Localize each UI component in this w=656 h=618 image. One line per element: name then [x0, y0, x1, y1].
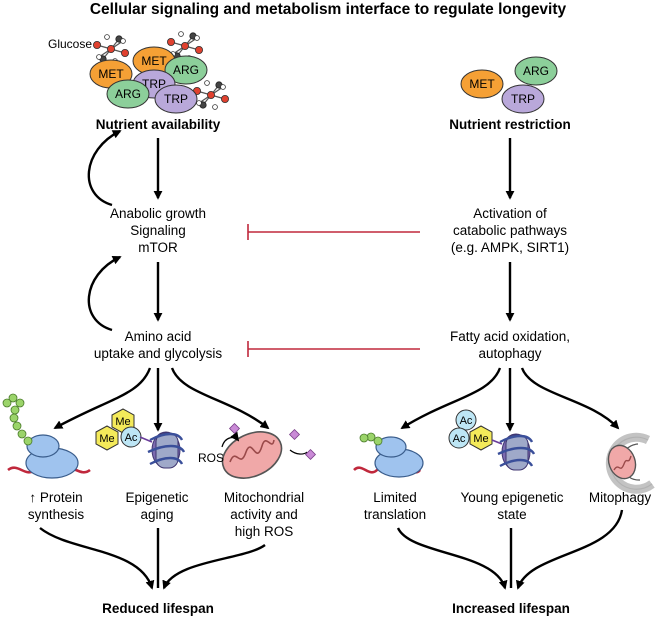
outcome-line: Epigenetic [125, 490, 188, 505]
arg-molecule-icon [514, 56, 558, 86]
converge-arrow [39, 527, 155, 590]
mitochondrial-activity-outcome: Mitochondrial activity and high ROS [224, 490, 304, 539]
mitophagy-outcome: Mitophagy [589, 490, 652, 505]
feedback-arrow [87, 255, 122, 332]
catabolic-pathways-node: Activation of catabolic pathways (e.g. A… [451, 206, 569, 255]
outcome-line: ↑ Protein [29, 490, 82, 505]
inhibition-line [247, 341, 420, 357]
molecule-label: ARG [115, 87, 141, 101]
nutrient-restriction-label: Nutrient restriction [449, 117, 571, 132]
trp-molecule-icon [501, 84, 545, 114]
node-line: uptake and glycolysis [94, 346, 223, 361]
branch-arrow [53, 367, 152, 430]
outcome-line: high ROS [235, 524, 294, 539]
histone-icon: Me Me Ac [95, 408, 186, 469]
arg-molecule-icon [164, 55, 208, 85]
node-line: Amino acid [125, 329, 192, 344]
outcome-line: aging [140, 507, 173, 522]
amino-acid-uptake-node: Amino acid uptake and glycolysis [94, 329, 223, 361]
outcome-line: Mitochondrial [224, 490, 304, 505]
outcome-line: Limited [373, 490, 417, 505]
node-line: Signaling [130, 223, 186, 238]
node-line: mTOR [138, 240, 178, 255]
inhibition-line [247, 224, 420, 240]
node-line: Fatty acid oxidation, [450, 329, 570, 344]
node-line: catabolic pathways [453, 223, 567, 238]
acetyl-mark-label: Ac [460, 415, 473, 427]
glucose-label: Glucose [48, 37, 92, 51]
outcome-line: Mitophagy [589, 490, 652, 505]
molecule-label: MET [141, 54, 167, 68]
node-line: Activation of [473, 206, 547, 221]
node-line: (e.g. AMPK, SIRT1) [451, 240, 569, 255]
branch-arrow [170, 367, 270, 430]
branch-arrow [520, 367, 620, 430]
molecule-label: TRP [164, 92, 188, 106]
met-molecule-icon [460, 69, 504, 99]
molecule-label: TRP [142, 77, 166, 91]
outcome-line: synthesis [28, 507, 85, 522]
fatty-acid-oxidation-node: Fatty acid oxidation, autophagy [450, 329, 570, 361]
molecule-label: TRP [511, 92, 535, 106]
ros-arrow [221, 431, 240, 448]
peptide-chain-icon [359, 432, 383, 446]
increased-lifespan-label: Increased lifespan [452, 601, 570, 616]
outcome-line: translation [364, 507, 426, 522]
node-line: Anabolic growth [110, 206, 206, 221]
molecule-label: MET [469, 77, 495, 91]
young-epigenetic-state-outcome: Young epigenetic state [460, 490, 563, 522]
ros-particle-icon [228, 422, 317, 461]
converge-arrow [516, 509, 624, 590]
nutrient-availability-molecules: Glucose MET MET ARG TRP ARG TRP [48, 31, 230, 114]
histone-icon: Ac Ac Me [448, 409, 536, 471]
glucose-molecule-icon [92, 33, 130, 65]
methyl-mark-label: Me [99, 433, 114, 445]
nutrient-availability-label: Nutrient availability [96, 117, 221, 132]
outcome-line: state [497, 507, 526, 522]
converge-arrow [396, 527, 508, 590]
anabolic-signaling-node: Anabolic growth Signaling mTOR [110, 206, 206, 255]
trp-molecule-icon [154, 84, 198, 114]
node-line: autophagy [478, 346, 541, 361]
ros-arrow [289, 449, 308, 455]
ribosome-icon [353, 432, 424, 478]
ribosome-icon [2, 393, 91, 479]
ros-label: ROS [198, 451, 224, 465]
figure-title: Cellular signaling and metabolism interf… [90, 1, 567, 18]
methyl-mark-label: Me [115, 416, 130, 428]
reduced-lifespan-label: Reduced lifespan [102, 601, 214, 616]
methyl-mark-label: Me [473, 433, 488, 445]
outcome-line: activity and [230, 507, 298, 522]
arg-molecule-icon [106, 79, 150, 109]
up-arrow-icon: ↑ [29, 490, 36, 505]
molecule-label: ARG [523, 64, 549, 78]
nutrient-restriction-molecules: MET ARG TRP [460, 56, 558, 114]
glucose-molecule-icon [192, 79, 230, 111]
protein-synthesis-outcome: ↑ Protein synthesis [28, 490, 85, 522]
molecule-label: MET [98, 67, 124, 81]
epigenetic-aging-outcome: Epigenetic aging [125, 490, 188, 522]
outcome-line: Young epigenetic [460, 490, 563, 505]
molecule-label: ARG [173, 63, 199, 77]
acetyl-mark-label: Ac [125, 432, 138, 444]
branch-arrow [400, 367, 502, 430]
limited-translation-outcome: Limited translation [364, 490, 426, 522]
peptide-chain-icon [2, 393, 33, 446]
acetyl-mark-label: Ac [453, 433, 466, 445]
feedback-arrow [87, 129, 122, 207]
converge-arrow [162, 544, 266, 590]
mitochondrion-icon [221, 431, 283, 479]
mitophagy-icon [605, 432, 655, 494]
